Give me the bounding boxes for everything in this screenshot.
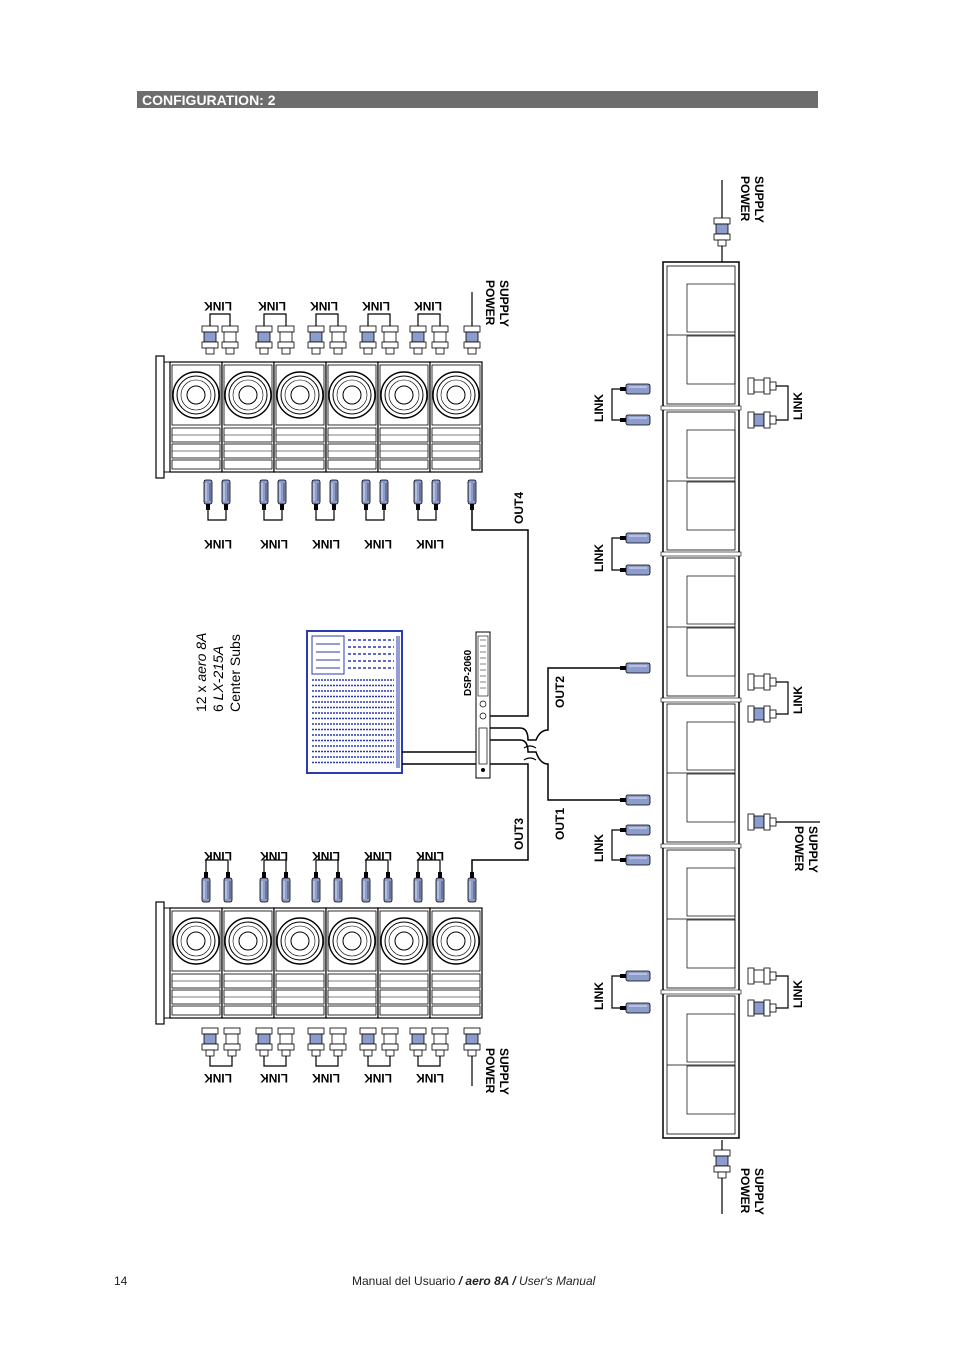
link-label: LINK — [592, 834, 606, 862]
top-array — [155, 292, 483, 521]
link-label: LINK — [414, 299, 442, 313]
bottom-array-frame — [155, 901, 165, 1025]
supply-label: SUPPLY — [752, 176, 766, 223]
bottom-array — [155, 859, 483, 1086]
supply-label: SUPPLY — [752, 1168, 766, 1215]
supply-label: SUPPLY — [497, 280, 511, 327]
power-label: POWER — [483, 280, 497, 326]
dsp-label: DSP-2060 — [463, 649, 474, 696]
section-header-bar: CONFIGURATION: 2 — [137, 91, 818, 108]
link-label: LINK — [312, 1071, 340, 1085]
dsp-2060-processor — [475, 631, 491, 779]
link-label: LINK — [258, 299, 286, 313]
link-label: LINK — [791, 392, 805, 420]
page-number: 14 — [114, 1274, 128, 1288]
signal-cables — [402, 510, 620, 872]
footer-manual-title: Manual del Usuario / aero 8A / User's Ma… — [352, 1274, 596, 1288]
power-label: POWER — [738, 1168, 752, 1214]
legend-line-3: Center Subs — [227, 634, 243, 712]
power-label: POWER — [483, 1048, 497, 1094]
out4-label: OUT4 — [512, 492, 526, 524]
link-label: LINK — [416, 1071, 444, 1085]
power-label: POWER — [738, 176, 752, 222]
link-label: LINK — [791, 980, 805, 1008]
top-array-power-connectors — [201, 292, 481, 355]
link-label: LINK — [260, 537, 288, 551]
bottom-array-xlr-connectors — [201, 859, 477, 903]
link-label: LINK — [312, 849, 340, 863]
link-label: LINK — [416, 537, 444, 551]
subwoofer-stack — [611, 180, 820, 1214]
link-label: LINK — [592, 544, 606, 572]
section-title: CONFIGURATION: 2 — [142, 92, 276, 108]
link-label: LINK — [592, 394, 606, 422]
link-label: LINK — [204, 299, 232, 313]
supply-label: SUPPLY — [806, 826, 820, 873]
link-label: LINK — [310, 299, 338, 313]
out3-label: OUT3 — [512, 818, 526, 850]
supply-label: SUPPLY — [497, 1048, 511, 1095]
link-label: LINK — [312, 537, 340, 551]
legend-line-2: 6 LX-215A — [210, 646, 226, 712]
link-label: LINK — [204, 537, 232, 551]
link-label: LINK — [364, 1071, 392, 1085]
power-label: POWER — [792, 826, 806, 872]
link-label: LINK — [416, 849, 444, 863]
link-label: LINK — [364, 849, 392, 863]
out1-label: OUT1 — [553, 808, 567, 840]
out2-label: OUT2 — [553, 676, 567, 708]
link-label: LINK — [362, 299, 390, 313]
top-array-frame — [155, 355, 165, 479]
link-label: LINK — [260, 849, 288, 863]
link-label: LINK — [204, 849, 232, 863]
legend-line-1: 12 x aero 8A — [193, 633, 209, 712]
link-label: LINK — [592, 982, 606, 1010]
mixing-console — [306, 630, 403, 774]
bottom-array-power-connectors — [201, 1027, 481, 1086]
system-legend: 12 x aero 8A 6 LX-215A Center Subs — [193, 633, 243, 712]
top-array-xlr-connectors — [203, 479, 477, 521]
link-label: LINK — [260, 1071, 288, 1085]
link-label: LINK — [791, 686, 805, 714]
link-label: LINK — [204, 1071, 232, 1085]
link-label: LINK — [364, 537, 392, 551]
